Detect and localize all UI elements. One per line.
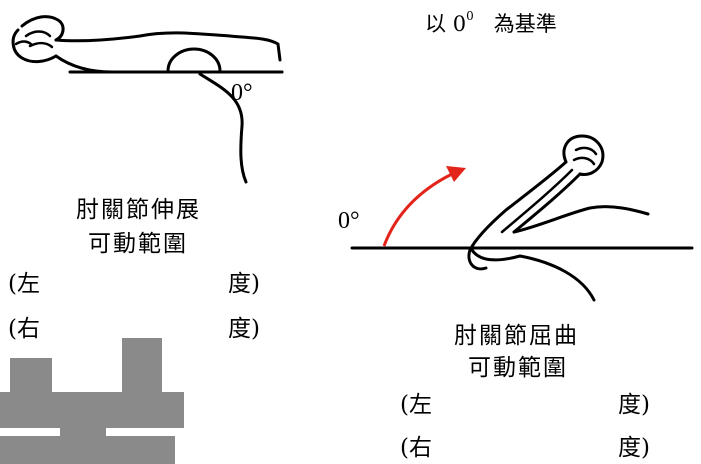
flexion-left-close: 度)	[618, 392, 650, 418]
extension-caption-line1: 肘關節伸展	[76, 197, 201, 223]
flexion-right-open: (右	[400, 435, 432, 461]
extension-caption-line2: 可動範圍	[88, 231, 188, 257]
baseline-note-prefix: 以	[425, 12, 446, 36]
extension-right-close: 度)	[228, 316, 260, 342]
extension-angle-label: 0°	[231, 80, 253, 106]
watermark-glyph	[0, 338, 184, 464]
baseline-note-suffix: 為基準	[493, 12, 557, 36]
flexion-arrow	[382, 166, 466, 247]
baseline-note: 以 00 為基準	[425, 8, 557, 38]
flexed-arm-drawing	[350, 134, 694, 302]
flexion-caption-line1: 肘關節屈曲	[454, 323, 579, 349]
flexion-caption-line2: 可動範圍	[468, 355, 568, 381]
baseline-note-zero: 0	[452, 12, 467, 36]
extension-right-open: (右	[8, 316, 40, 342]
extended-arm-drawing	[11, 15, 284, 184]
flexion-right-close: 度)	[618, 435, 650, 461]
flexion-angle-label: 0°	[338, 208, 360, 234]
extension-left-close: 度)	[228, 271, 260, 297]
extension-left-open: (左	[8, 271, 40, 297]
flexion-left-open: (左	[400, 392, 432, 418]
baseline-note-degree: 0	[466, 9, 474, 23]
